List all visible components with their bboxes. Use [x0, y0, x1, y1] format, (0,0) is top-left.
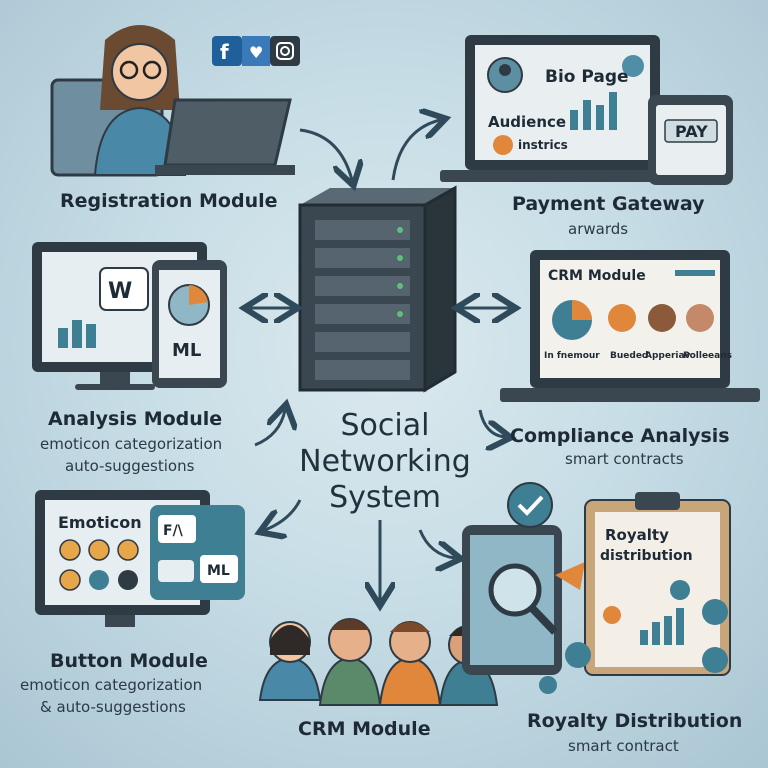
audience-text: Audience — [488, 113, 566, 131]
royalty-illustration — [462, 482, 731, 694]
crm-col-1: In fnemour — [544, 351, 600, 361]
crm-col-2: Bueded — [610, 351, 648, 361]
board-line2: distribution — [600, 548, 693, 564]
royalty-sub: smart contract — [568, 737, 679, 755]
crm-col-3: Apperiav — [645, 351, 691, 361]
crm-screen-title: CRM Module — [548, 268, 646, 284]
tag2-text: ML — [207, 563, 230, 579]
center-title-line2: Networking — [299, 444, 471, 479]
pay-button-text: PAY — [675, 122, 708, 141]
center-title-line3: System — [329, 480, 441, 515]
tag1-text: F/\ — [163, 523, 184, 539]
registration-label: Registration Module — [60, 190, 278, 212]
button-module-sub1: emoticon categorization — [20, 676, 203, 694]
crm-module-label: CRM Module — [298, 718, 431, 740]
compliance-label: Compliance Analysis — [510, 425, 730, 447]
analysis-monitor — [32, 242, 227, 390]
analysis-label: Analysis Module — [48, 408, 223, 430]
button-module-label: Button Module — [50, 650, 208, 672]
crm-laptop — [500, 250, 760, 402]
board-line1: Royalty — [605, 526, 669, 544]
crm-people — [258, 618, 499, 706]
payment-sub: arwards — [568, 220, 629, 238]
royalty-label: Royalty Distribution — [527, 710, 743, 732]
button-module-sub2: & auto-suggestions — [40, 698, 186, 716]
analysis-sub2: auto-suggestions — [65, 457, 195, 475]
center-title-line1: Social — [340, 408, 430, 443]
svg-text:f: f — [220, 40, 229, 64]
button-monitor — [35, 490, 245, 627]
registration-illustration — [50, 25, 295, 177]
payment-label: Payment Gateway — [512, 193, 705, 215]
bio-page-text: Bio Page — [545, 67, 629, 87]
compliance-sub: smart contracts — [565, 450, 684, 468]
ml-tag-text: ML — [172, 340, 201, 361]
emoticon-screen-title: Emoticon — [58, 513, 142, 532]
metrics-text: instrics — [518, 138, 568, 152]
analysis-sub1: emoticon categorization — [40, 435, 223, 453]
payment-laptop — [440, 35, 733, 185]
center-title: Social Networking System — [290, 408, 480, 516]
w-bubble-text: W — [108, 279, 132, 304]
social-media-icons: f ♥ — [212, 36, 300, 66]
server-icon — [298, 185, 457, 393]
crm-col-4: Polleeans — [683, 351, 732, 361]
svg-text:♥: ♥ — [249, 43, 263, 62]
